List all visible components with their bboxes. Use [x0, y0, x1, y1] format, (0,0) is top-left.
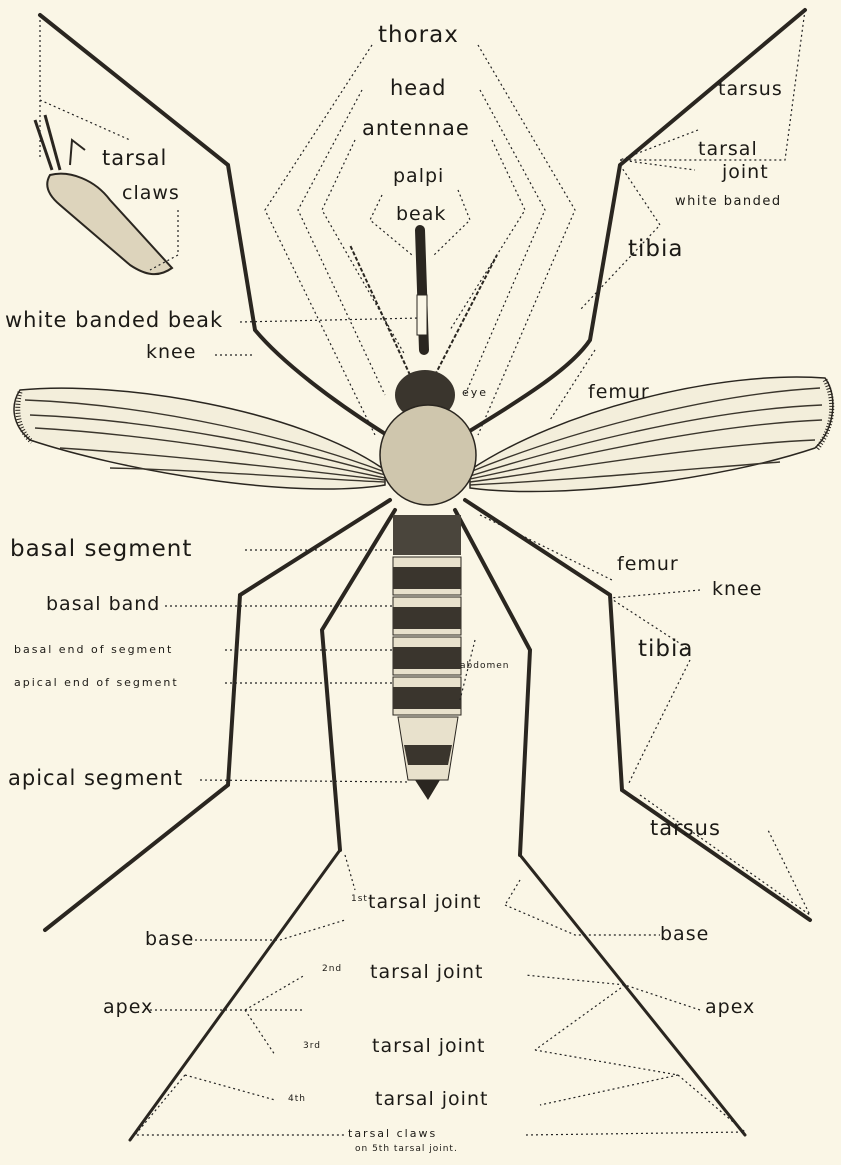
label-tarsal-upper-right: tarsal [698, 140, 758, 159]
label-base-left: base [145, 930, 194, 949]
label-femur-right: femur [617, 555, 679, 574]
label-tarsal-claws-sub: on 5th tarsal joint. [355, 1145, 458, 1154]
label-basal-band: basal band [46, 595, 160, 614]
label-tarsal-claws: tarsal claws [348, 1128, 437, 1139]
label-apex-left: apex [103, 998, 153, 1017]
label-basal-segment: basal segment [10, 538, 192, 561]
label-apical-segment: apical segment [8, 768, 183, 789]
label-abdomen: abdomen [460, 662, 509, 671]
label-third-sup: 3rd [303, 1042, 321, 1051]
label-fourth-sup: 4th [288, 1095, 306, 1104]
mosquito-body [350, 230, 497, 800]
label-tarsus-right: tarsus [650, 818, 721, 839]
label-second-sup: 2nd [322, 965, 342, 974]
label-knee-upper-left: knee [146, 343, 196, 362]
label-thorax: thorax [378, 24, 459, 47]
label-inset-tarsal: tarsal [102, 148, 167, 169]
label-joint-upper-right: joint [722, 163, 769, 182]
label-tibia-upper-right: tibia [628, 238, 684, 261]
label-white-banded-beak: white banded beak [5, 310, 223, 331]
label-apical-end-of-segment: apical end of segment [14, 677, 179, 688]
label-femur-upper-right: femur [588, 383, 650, 402]
label-second-tarsal-joint: tarsal joint [370, 963, 483, 982]
label-first-tarsal-joint: tarsal joint [368, 893, 481, 912]
label-head: head [390, 78, 446, 99]
label-inset-claws: claws [122, 184, 180, 203]
label-base-right: base [660, 925, 709, 944]
label-apex-right: apex [705, 998, 755, 1017]
label-first-sup: 1st [351, 895, 368, 904]
label-white-banded: white banded [675, 195, 782, 208]
left-wing [14, 388, 385, 489]
label-knee-right: knee [712, 580, 762, 599]
label-fourth-tarsal-joint: tarsal joint [375, 1090, 488, 1109]
label-tarsus-upper-right: tarsus [718, 80, 783, 99]
label-beak: beak [396, 205, 446, 224]
label-basal-end-of-segment: basal end of segment [14, 644, 173, 655]
label-palpi: palpi [393, 167, 444, 186]
label-antennae: antennae [362, 118, 470, 139]
label-third-tarsal-joint: tarsal joint [372, 1037, 485, 1056]
label-tibia-right: tibia [638, 638, 694, 661]
label-eye: eye [462, 387, 488, 398]
